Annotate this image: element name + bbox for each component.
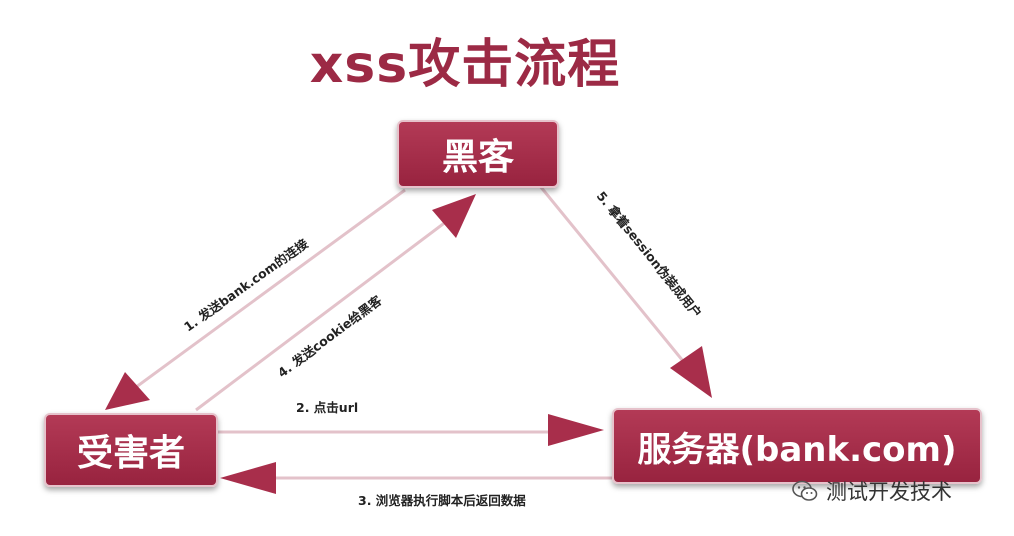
step-3-label: 3. 浏览器执行脚本后返回数据 bbox=[358, 493, 526, 508]
watermark-text: 测试开发技术 bbox=[826, 480, 952, 504]
step-4-label: 4. 发送cookie给黑客 bbox=[275, 292, 385, 380]
arrow-hacker-to-server bbox=[538, 185, 712, 398]
hacker-node: 黑客 bbox=[397, 120, 559, 188]
wechat-icon bbox=[792, 480, 818, 501]
victim-node: 受害者 bbox=[44, 413, 218, 487]
step-5-label: 5. 拿着session伪装成用户 bbox=[594, 188, 705, 320]
step-2-label: 2. 点击url bbox=[296, 400, 358, 415]
diagram-title: xss攻击流程 bbox=[309, 35, 621, 95]
arrow-victim-to-server bbox=[216, 414, 604, 446]
arrow-hacker-to-victim bbox=[105, 188, 406, 410]
watermark: 测试开发技术 bbox=[792, 476, 952, 506]
arrow-server-to-victim bbox=[220, 462, 612, 494]
step-1-label: 1. 发送bank.com的连接 bbox=[181, 236, 311, 335]
server-node: 服务器(bank.com) bbox=[612, 408, 982, 484]
arrow-victim-to-hacker bbox=[195, 194, 476, 412]
